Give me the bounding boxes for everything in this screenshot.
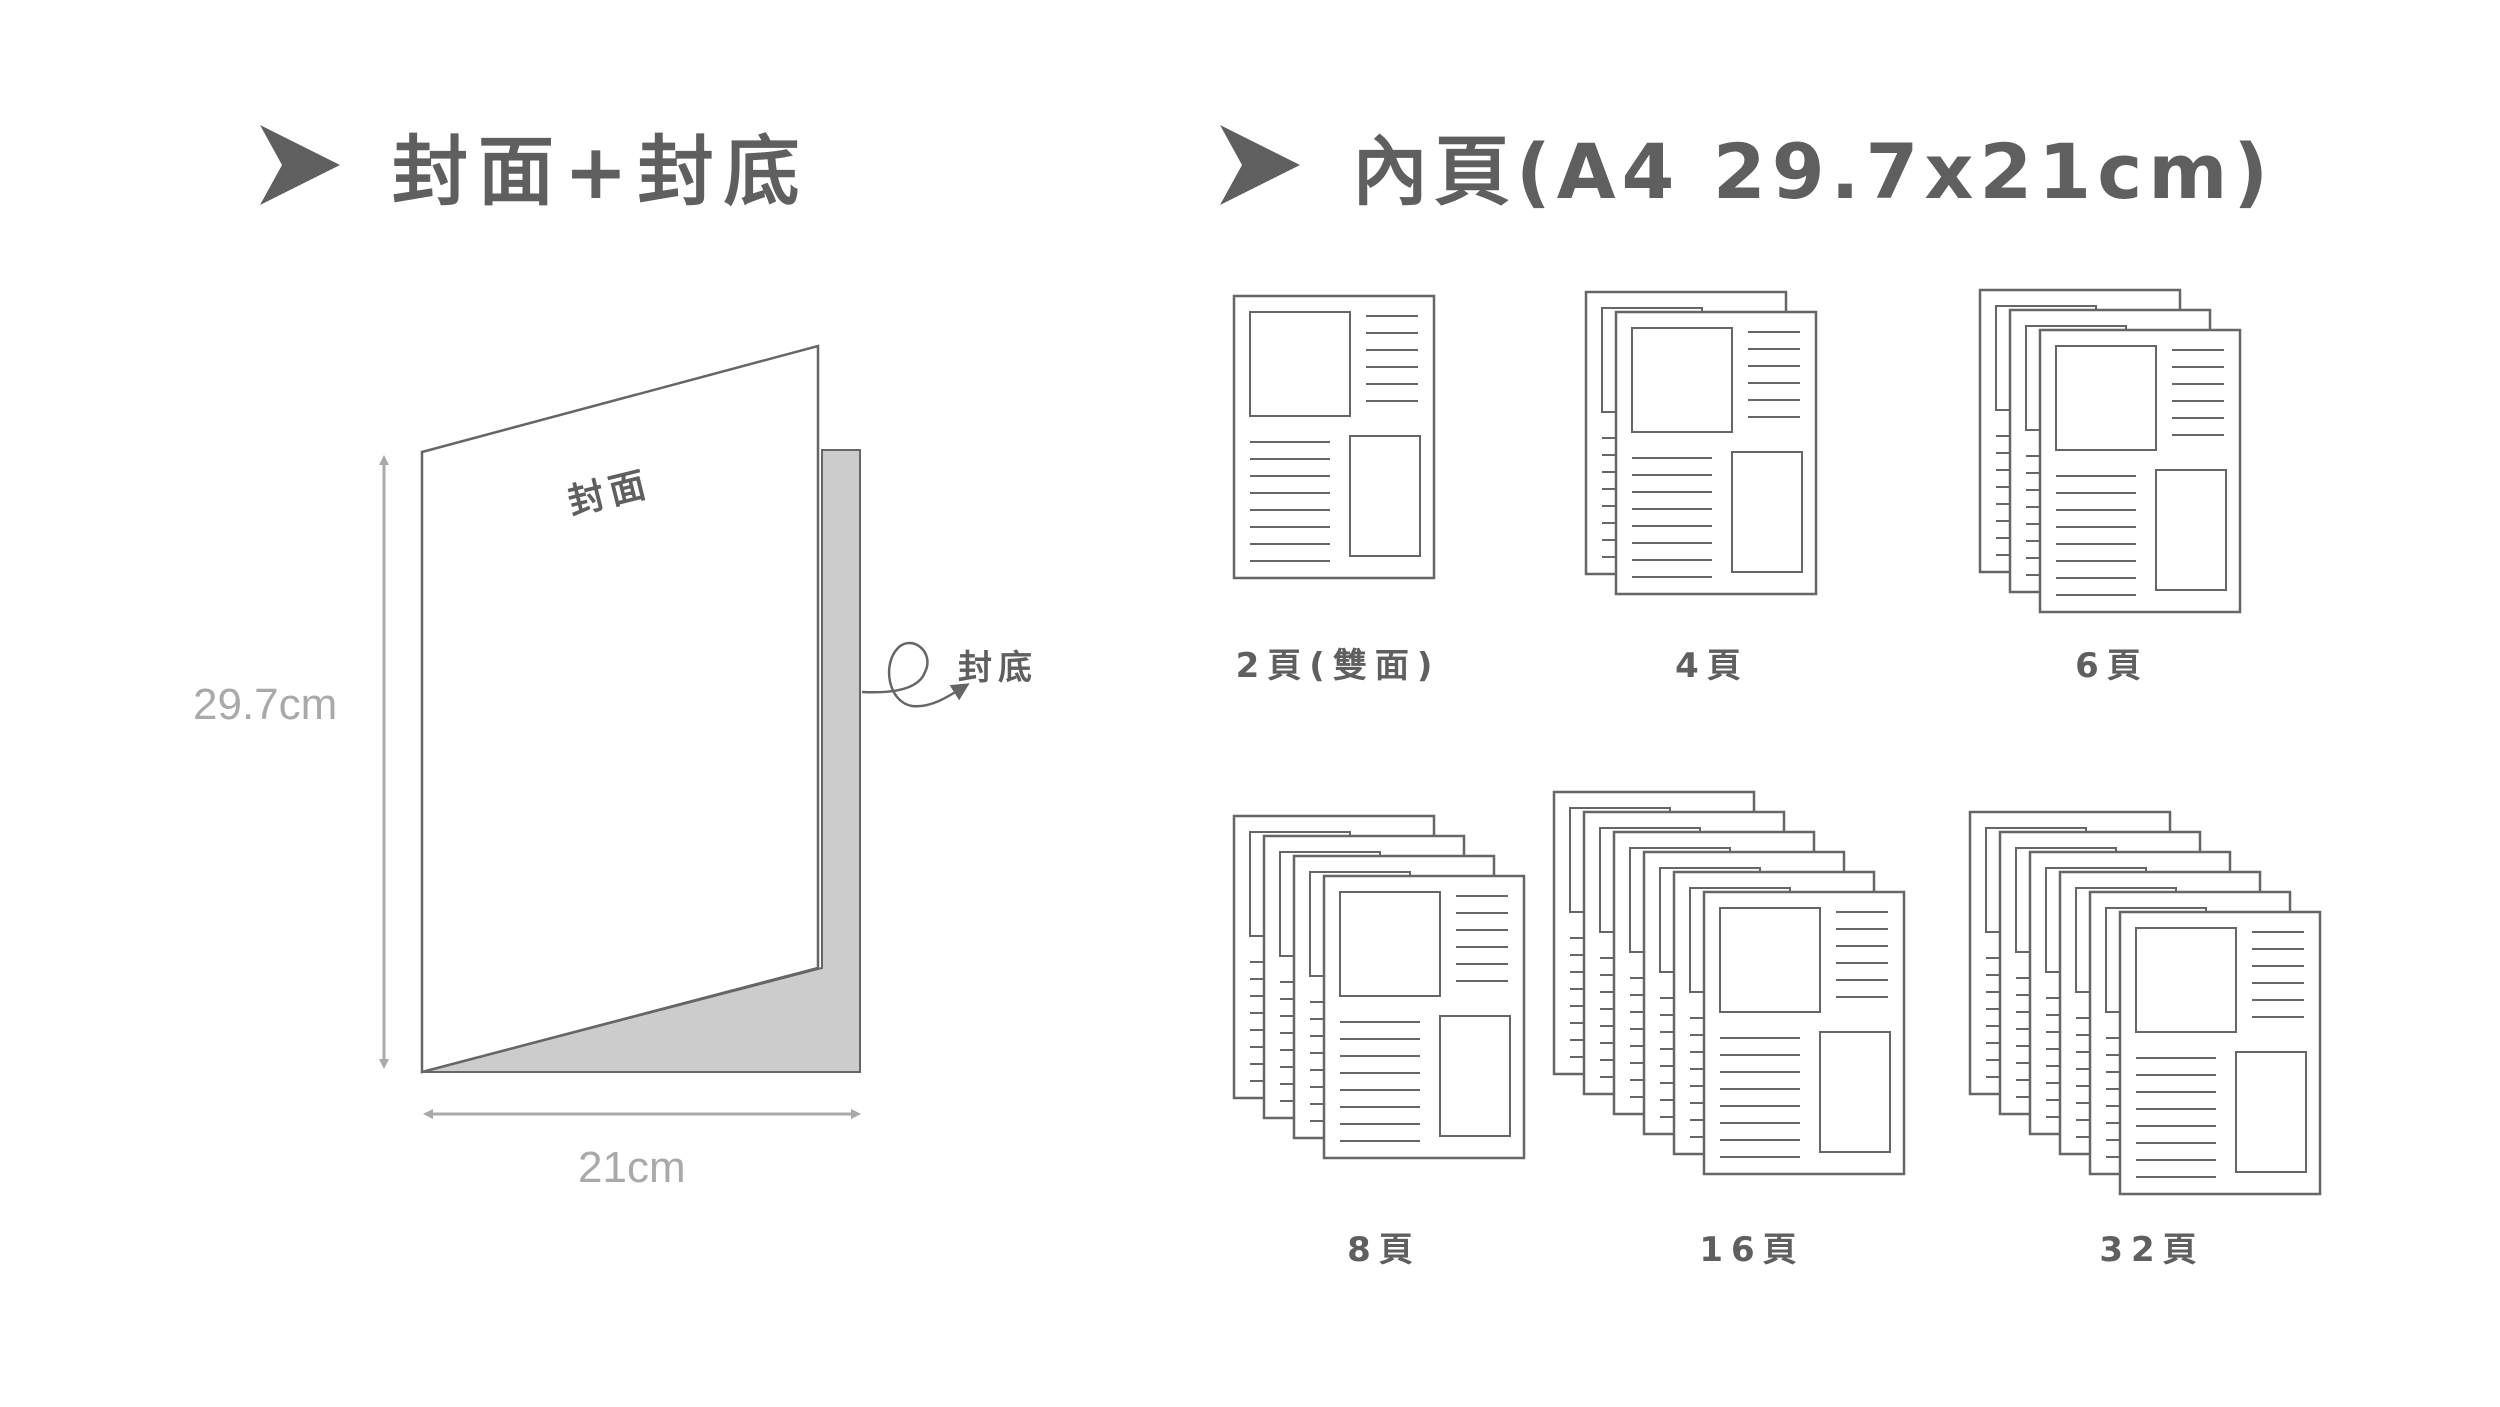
page-stack-5 bbox=[1968, 810, 2322, 1196]
page-count-label: 8頁 bbox=[1347, 1230, 1421, 1270]
page-sheet-icon bbox=[2038, 328, 2242, 614]
page-sheet-icon bbox=[1614, 310, 1818, 596]
arrowhead-icon bbox=[260, 125, 340, 205]
front-cover-shape bbox=[420, 344, 820, 1074]
page-count-label: 32頁 bbox=[2099, 1230, 2205, 1270]
page-stack-2 bbox=[1978, 288, 2242, 614]
cover-section-heading: 封面+封底 bbox=[260, 115, 810, 216]
page-count-label: 4頁 bbox=[1675, 646, 1749, 686]
page-sheet-icon bbox=[1702, 890, 1906, 1176]
page-sheet-icon bbox=[2118, 910, 2322, 1196]
page-sheet-icon bbox=[1322, 874, 1526, 1160]
page-stack-3 bbox=[1232, 814, 1526, 1160]
back-cover-label: 封底 bbox=[958, 648, 1038, 688]
page-count-label: 6頁 bbox=[2075, 646, 2149, 686]
page-count-label: 16頁 bbox=[1699, 1230, 1805, 1270]
page-stack-0 bbox=[1232, 294, 1436, 580]
width-label: 21cm bbox=[578, 1143, 686, 1192]
arrowhead-icon bbox=[1220, 125, 1300, 205]
inner-section-heading: 內頁(A4 29.7x21cm) bbox=[1220, 115, 2274, 216]
page-stack-4 bbox=[1552, 790, 1906, 1176]
page-sheet-icon bbox=[1232, 294, 1436, 580]
page-stack-1 bbox=[1584, 290, 1818, 596]
height-label: 29.7cm bbox=[193, 680, 338, 729]
curly-arrow-icon bbox=[861, 641, 970, 708]
page-count-label: 2頁(雙面) bbox=[1235, 646, 1441, 686]
cover-heading-text: 封面+封底 bbox=[392, 127, 810, 216]
inner-heading-text: 內頁(A4 29.7x21cm) bbox=[1352, 127, 2275, 216]
